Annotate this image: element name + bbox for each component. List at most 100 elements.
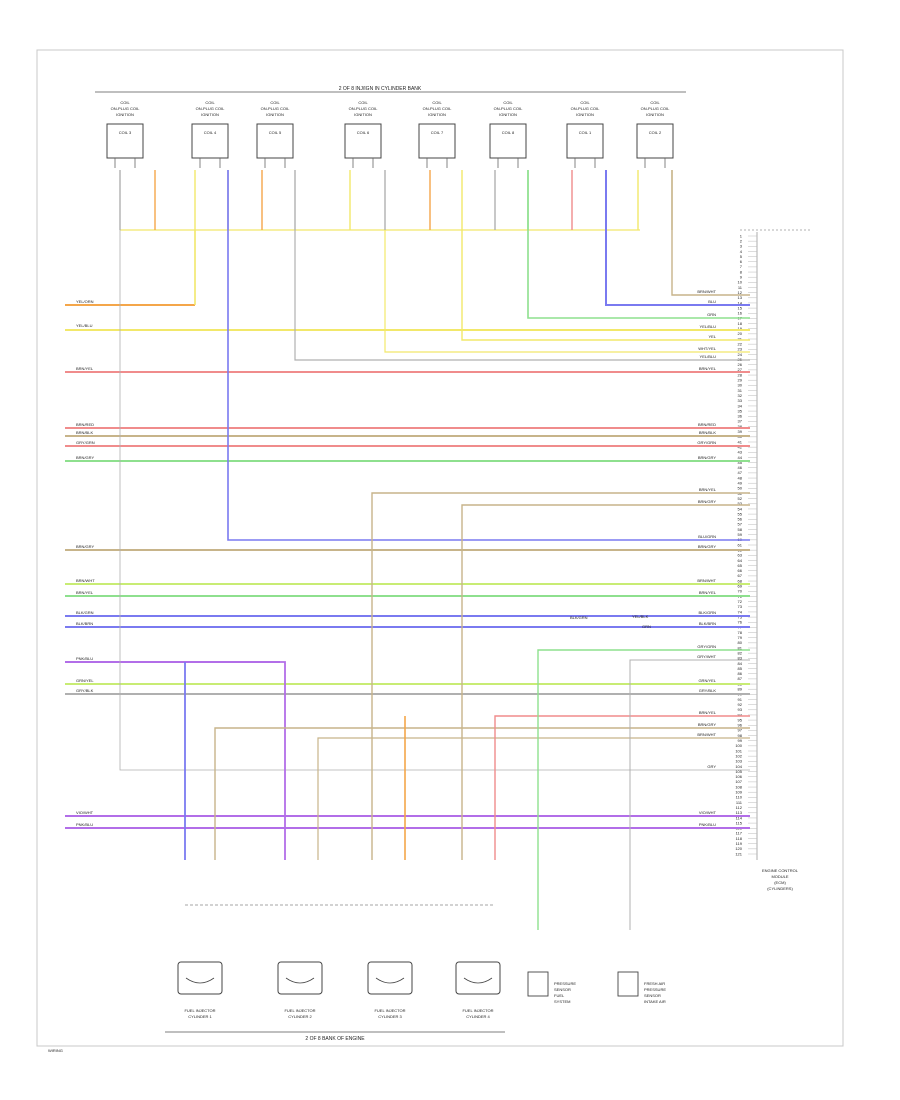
right-wire-label: GRY xyxy=(707,764,716,769)
ecm-pin-number: 23 xyxy=(738,347,743,352)
ecm-pin-number: 39 xyxy=(738,429,743,434)
ecm-pin-number: 34 xyxy=(738,403,743,408)
ecm-pin-number: 70 xyxy=(738,589,743,594)
ecm-pin-number: 46 xyxy=(738,465,743,470)
coil-label-3: IGNITION xyxy=(201,112,219,117)
ecm-pin-number: 14 xyxy=(738,300,743,305)
ecm-pin-number: 115 xyxy=(736,820,743,825)
ecm-pin-number: 41 xyxy=(738,439,743,444)
ecm-pin-number: 101 xyxy=(735,748,742,753)
wire xyxy=(494,715,750,860)
ecm-pin-number: 43 xyxy=(738,450,743,455)
ecm-pin-number: 54 xyxy=(738,506,743,511)
ecm-pin-number: 27 xyxy=(738,367,743,372)
footer-code: WIRING xyxy=(48,1048,63,1053)
ecm-pin-number: 35 xyxy=(738,408,743,413)
ignition-coil-3 xyxy=(106,123,144,159)
injector-label-1: FUEL INJECTOR xyxy=(284,1008,315,1013)
right-wire-label: YEL/BLU xyxy=(700,324,717,329)
coil-pin-label: COIL 2 xyxy=(649,130,662,135)
ecm-pin-number: 120 xyxy=(735,846,742,851)
right-wire-label: YEL/BLU xyxy=(700,354,717,359)
ecm-pin-number: 15 xyxy=(738,305,743,310)
ecm-pin-number: 29 xyxy=(738,378,743,383)
ecm-pin-number: 5 xyxy=(740,254,743,259)
ecm-pin-number: 121 xyxy=(735,851,742,856)
coil-label-3: IGNITION xyxy=(646,112,664,117)
left-wire-label: BRN/YEL xyxy=(76,366,94,371)
ecm-pin-number: 57 xyxy=(738,522,743,527)
ecm-pin-number: 8 xyxy=(740,269,743,274)
right-wire-label: GRY/GRN xyxy=(697,440,716,445)
coil-label-3: IGNITION xyxy=(428,112,446,117)
fuel-injector-2 xyxy=(277,961,323,995)
coil-label-1: COIL xyxy=(503,100,513,105)
right-wire-label: BRN/GRY xyxy=(698,722,716,727)
ignition-coil-7 xyxy=(418,123,456,159)
ecm-pin-number: 98 xyxy=(738,733,743,738)
right-wire-label: BLU xyxy=(708,299,716,304)
wire xyxy=(537,649,750,930)
right-wire-label: VIO/WHT xyxy=(699,810,717,815)
ecm-pin-number: 26 xyxy=(738,362,743,367)
ecm-pin-number: 102 xyxy=(735,753,742,758)
right-wire-label: BRN/YEL xyxy=(699,710,717,715)
ecm-pin-number: 91 xyxy=(738,697,743,702)
injector-symbol xyxy=(463,977,493,984)
wire xyxy=(227,170,750,541)
ecm-pin-number: 78 xyxy=(738,630,743,635)
left-labels: YEL/ORNYEL/BLUBRN/YELBRN/REDBRN/BLKGRY/G… xyxy=(76,299,95,827)
right-wire-label: BRN/GRY xyxy=(698,455,716,460)
coil-label-2: ON-PLUG COIL xyxy=(196,106,225,111)
sensor-label-4: INTAKE AIR xyxy=(644,999,666,1004)
coil-label-2: ON-PLUG COIL xyxy=(641,106,670,111)
coil-pin-label: COIL 6 xyxy=(357,130,370,135)
wire xyxy=(214,727,750,860)
coil-label-1: COIL xyxy=(580,100,590,105)
ecm-pin-number: 18 xyxy=(738,321,743,326)
injector-symbol xyxy=(185,977,215,984)
ecm-pin-number: 64 xyxy=(738,558,743,563)
coil-label-3: IGNITION xyxy=(576,112,594,117)
ecm-pin-number: 45 xyxy=(738,460,743,465)
ecm-pin-number: 117 xyxy=(736,831,743,836)
ecm-pin-number: 72 xyxy=(738,599,743,604)
fuel-injector-3 xyxy=(367,961,413,995)
ignition-coil-2 xyxy=(636,123,674,159)
ecm-pin-number: 44 xyxy=(738,455,743,460)
right-wire-label: GRY/WHT xyxy=(697,654,716,659)
ignition-coil-1 xyxy=(566,123,604,159)
ecm-pins: 1234567891011121314151617181920212223242… xyxy=(735,233,757,856)
coil-label-1: COIL xyxy=(432,100,442,105)
ecm-pin-number: 65 xyxy=(738,563,743,568)
ecm-pin-number: 52 xyxy=(738,496,743,501)
ecm-pin-number: 13 xyxy=(738,295,743,300)
wire xyxy=(384,230,750,353)
ecm-pin-number: 55 xyxy=(738,511,743,516)
right-wire-label: BRN/BLK xyxy=(699,430,716,435)
left-wire-label: GRY/GRN xyxy=(76,440,95,445)
ecm-pin-number: 21 xyxy=(738,336,743,341)
right-wire-label: BRN/YEL xyxy=(699,366,717,371)
mid-label-1: BLK/GRN xyxy=(570,615,588,620)
svg-text:MODULE: MODULE xyxy=(771,874,788,879)
ecm-pin-number: 31 xyxy=(738,388,743,393)
left-wire-label: PNK/BLU xyxy=(76,822,93,827)
sensor-label-2: SENSOR xyxy=(554,987,571,992)
ecm-pin-number: 7 xyxy=(740,264,743,269)
ecm-pin-number: 112 xyxy=(736,805,743,810)
ecm-pin-number: 79 xyxy=(738,635,743,640)
ecm-pin-number: 68 xyxy=(738,578,743,583)
ecm-pin-number: 56 xyxy=(738,517,743,522)
right-wire-label: BLU/GRN xyxy=(698,534,716,539)
injector-label-2: CYLINDER 1 xyxy=(188,1014,212,1019)
coil-pin-label: COIL 7 xyxy=(431,130,444,135)
svg-text:ENGINE CONTROL: ENGINE CONTROL xyxy=(762,868,799,873)
ecm-pin-number: 38 xyxy=(738,424,743,429)
injector-symbol xyxy=(285,977,315,984)
right-wire-label: BRN/YEL xyxy=(699,590,717,595)
ecm-pin-number: 2 xyxy=(740,238,743,243)
wire xyxy=(527,170,750,319)
